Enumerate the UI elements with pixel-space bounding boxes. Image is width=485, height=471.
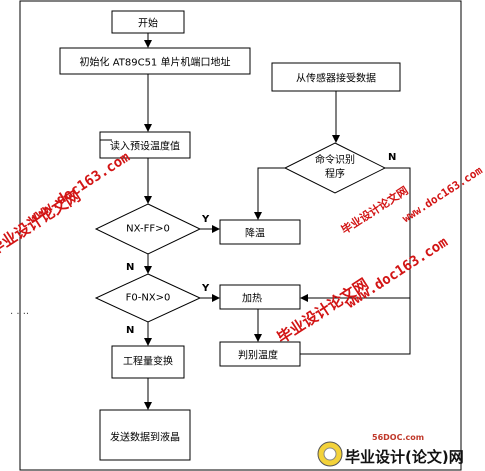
judge-temp-box xyxy=(219,341,301,367)
heat-label: 加热 xyxy=(242,293,262,305)
heat-box xyxy=(219,284,301,310)
send-lcd-box xyxy=(99,409,191,461)
init-box xyxy=(59,47,251,75)
edge-label-y1: Y xyxy=(202,214,210,225)
engineering-convert-label: 工程量变换 xyxy=(123,356,173,368)
logo-text: 毕业设计(论文)网 xyxy=(345,448,464,466)
cool-label: 降温 xyxy=(245,228,265,240)
edge-command-n-loop xyxy=(300,167,411,302)
stray-dots: . . .. xyxy=(10,306,30,317)
start-label: 开始 xyxy=(138,18,158,30)
init-label: 初始化 AT89C51 单片机端口地址 xyxy=(79,57,231,69)
command-identify-label: 命令识别 程序 xyxy=(315,155,355,180)
send-lcd-label: 发送数据到液晶 xyxy=(110,432,180,444)
outer-border xyxy=(19,0,462,471)
logo-domain: 56DOC.com xyxy=(372,433,425,442)
edge-command-cool xyxy=(254,167,285,220)
read-preset-box xyxy=(99,131,191,159)
edge-label-n1: N xyxy=(126,262,135,273)
decision-f0-nx-label: F0-NX>0 xyxy=(125,292,171,304)
flowchart-canvas xyxy=(19,0,462,471)
decision-nx-ff-label: NX-FF>0 xyxy=(126,223,170,235)
edge-label-n-cmd: N xyxy=(388,152,397,163)
cool-box xyxy=(219,219,301,245)
command-identify-diamond xyxy=(283,142,387,194)
edge-label-n2: N xyxy=(126,325,135,336)
read-preset-label: 读入预设温度值 xyxy=(110,141,180,153)
receive-box xyxy=(271,62,401,92)
judge-temp-label: 判别温度 xyxy=(238,350,278,362)
logo-mark xyxy=(317,441,343,467)
engineering-convert-box xyxy=(111,345,185,379)
connectors xyxy=(100,33,411,410)
edge-label-y2: Y xyxy=(202,283,210,294)
receive-label: 从传感器接受数据 xyxy=(296,73,376,85)
edge-judge-loop xyxy=(300,298,411,355)
